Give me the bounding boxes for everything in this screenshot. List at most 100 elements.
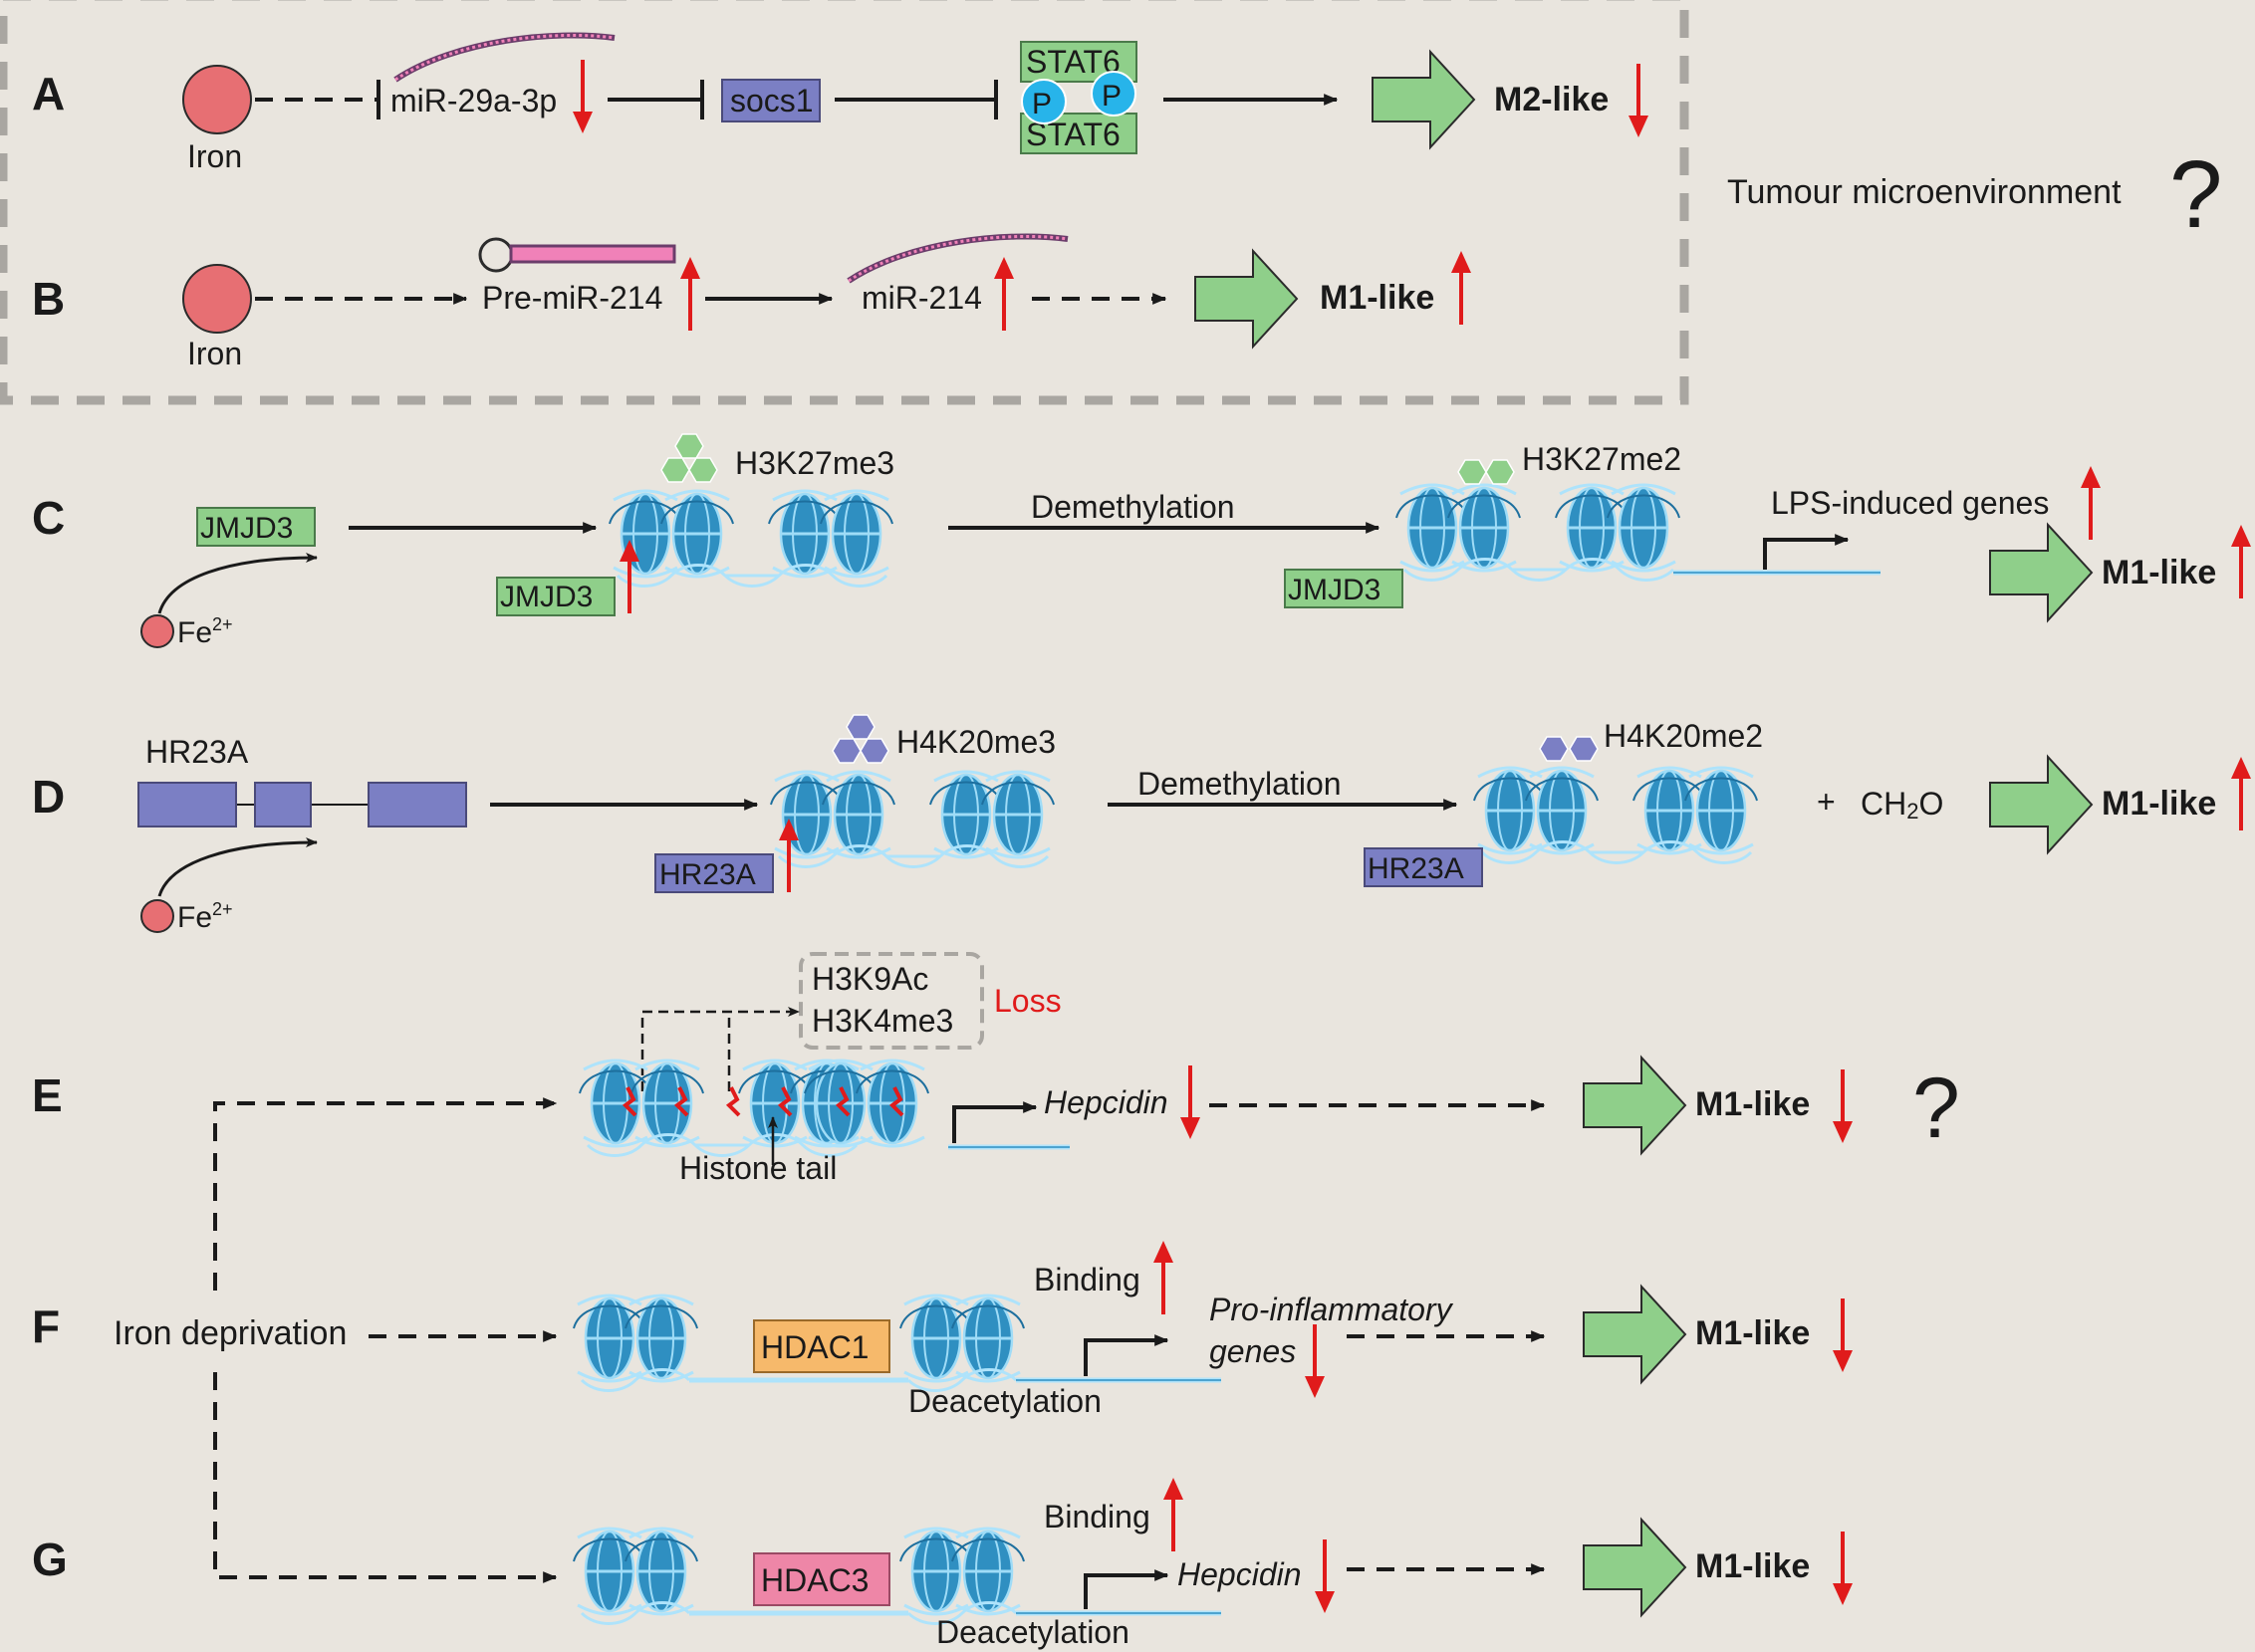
iron-deprivation-label: Iron deprivation: [114, 1314, 347, 1352]
block-arrow-icon: [1372, 51, 1475, 148]
up-arrow-icon: [1161, 1476, 1185, 1553]
nucleosome-icon: [1396, 485, 1679, 581]
panel-a-letter: A: [32, 68, 65, 119]
tme-question: ?: [2169, 141, 2222, 248]
exon-box: [254, 782, 312, 827]
methyl-hexagon-icon: [1457, 459, 1515, 485]
block-arrow-icon: [1583, 1519, 1686, 1616]
jmjd3-bound-box: [496, 577, 616, 616]
mir-214-label: miR-214: [862, 280, 982, 316]
panel-e-letter: E: [32, 1069, 63, 1121]
demethylation-label-d: Demethylation: [1137, 766, 1342, 802]
block-arrow-icon: [1194, 250, 1298, 348]
panel-d-letter: D: [32, 771, 65, 823]
iron-label-a: Iron: [187, 138, 242, 174]
jmjd3-bound-box-2: [1284, 569, 1403, 608]
m1-like-label-d: M1-like: [2102, 785, 2216, 823]
up-arrow-icon: [2079, 464, 2103, 542]
panel-f: F Iron deprivation HDAC1 Binding Pro-inf…: [32, 1239, 1855, 1419]
deacetylation-label-g: Deacetylation: [936, 1614, 1129, 1650]
panel-g: G HDAC3 Binding Hepcidin Deacetylation M…: [32, 1476, 1855, 1650]
block-arrow-icon: [1583, 1286, 1686, 1383]
m1-like-label-f: M1-like: [1695, 1314, 1810, 1352]
exon-box: [368, 782, 467, 827]
svg-text:HR23A: HR23A: [1368, 852, 1464, 885]
panel-a: A Iron miR-29a-3p socs1 STAT6 STAT6 P P …: [32, 35, 1650, 174]
gene-promoter-arrow-icon: [1763, 534, 1850, 570]
hepcidin-label-e: Hepcidin: [1044, 1084, 1168, 1120]
demethylation-label-c: Demethylation: [1031, 489, 1235, 525]
up-arrow-icon: [2229, 523, 2253, 600]
genes-label: genes: [1209, 1333, 1296, 1369]
h3k9ac-label: H3K9Ac: [812, 961, 928, 997]
socs1-label: socs1: [730, 83, 814, 118]
iron-circle-icon: [182, 65, 252, 134]
pro-inflammatory-label: Pro-inflammatory: [1209, 1292, 1454, 1327]
iron-circle-icon: [182, 264, 252, 334]
iron-circle-icon: [140, 614, 174, 648]
down-arrow-icon: [1178, 1063, 1202, 1141]
hr23a-bound-box-2: [1364, 847, 1483, 887]
plus-sign: +: [1817, 784, 1836, 820]
svg-text:JMJD3: JMJD3: [1288, 574, 1380, 606]
panel-d: D HR23A Fe2+ H4K20me3 HR23A Demethylatio…: [32, 714, 2253, 934]
binding-label-f: Binding: [1034, 1262, 1140, 1298]
iron-deprivation-branches: [213, 1097, 558, 1583]
lps-genes-label: LPS-induced genes: [1771, 485, 2049, 521]
panel-b: B Iron Pre-miR-214 miR-214 M1-like: [32, 236, 1473, 371]
nucleosome-icon: [900, 1529, 1024, 1624]
deacetylation-label-f: Deacetylation: [908, 1383, 1102, 1419]
histone-tail-icon: [622, 1086, 904, 1117]
mirna-29a-label: miR-29a-3p: [390, 83, 557, 118]
down-arrow-icon: [1831, 1297, 1855, 1374]
down-arrow-icon: [1627, 62, 1650, 139]
pre-mirna-hairpin-icon: [478, 237, 514, 273]
h4k20me3-label: H4K20me3: [896, 724, 1056, 760]
down-arrow-icon: [1831, 1530, 1855, 1607]
panel-g-letter: G: [32, 1534, 68, 1585]
hepcidin-label-g: Hepcidin: [1177, 1556, 1302, 1592]
hdac1-label: HDAC1: [761, 1329, 869, 1365]
panel-e: E H3K9Ac H3K4me3 Loss Histone tail Hepci…: [32, 952, 1960, 1186]
nucleosome-icon: [610, 491, 892, 587]
methyl-hexagon-icon: [832, 714, 889, 764]
loss-label: Loss: [994, 983, 1062, 1019]
panel-b-letter: B: [32, 273, 65, 325]
up-arrow-icon: [678, 255, 702, 333]
m1-like-label-g: M1-like: [1695, 1547, 1810, 1585]
question-mark-e: ?: [1912, 1061, 1960, 1156]
nucleosome-icon: [1474, 768, 1757, 863]
svg-text:P: P: [1102, 80, 1122, 113]
gene-promoter-arrow-icon: [1084, 1334, 1169, 1376]
phospho-icon: [1091, 71, 1136, 117]
nucleosome-icon: [574, 1296, 697, 1391]
histone-marks-box: [799, 952, 984, 1050]
microrna-icon: [849, 236, 1068, 281]
gene-promoter-arrow-icon: [952, 1101, 1038, 1143]
iron-circle-icon: [140, 899, 174, 933]
nucleosome-icon: [771, 772, 1054, 867]
histone-tail-label: Histone tail: [679, 1150, 837, 1186]
m2-like-label: M2-like: [1494, 81, 1609, 118]
hr23a-bound-box: [654, 853, 774, 893]
h3k4me3-label: H3K4me3: [812, 1003, 953, 1039]
h4k20me2-label: H4K20me2: [1604, 718, 1763, 754]
up-arrow-icon: [2229, 755, 2253, 832]
socs1-box: [721, 79, 821, 122]
iron-label-b: Iron: [187, 336, 242, 371]
fe-label-c: Fe2+: [177, 614, 233, 649]
m1-like-label-c: M1-like: [2102, 554, 2216, 591]
nucleosome-icon: [574, 1529, 697, 1624]
svg-text:JMJD3: JMJD3: [500, 581, 593, 613]
down-arrow-icon: [571, 58, 595, 135]
hdac3-box: [753, 1552, 890, 1606]
fe-label-d: Fe2+: [177, 899, 233, 934]
hdac1-box: [753, 1319, 890, 1373]
down-arrow-icon: [1831, 1067, 1855, 1145]
tme-label: Tumour microenvironment: [1727, 173, 2122, 211]
nucleosome-icon: [900, 1296, 1024, 1391]
pre-mir-214-label: Pre-miR-214: [482, 280, 662, 316]
panel-f-letter: F: [32, 1300, 60, 1352]
methyl-hexagon-icon: [1539, 736, 1599, 762]
up-arrow-icon: [992, 255, 1016, 333]
